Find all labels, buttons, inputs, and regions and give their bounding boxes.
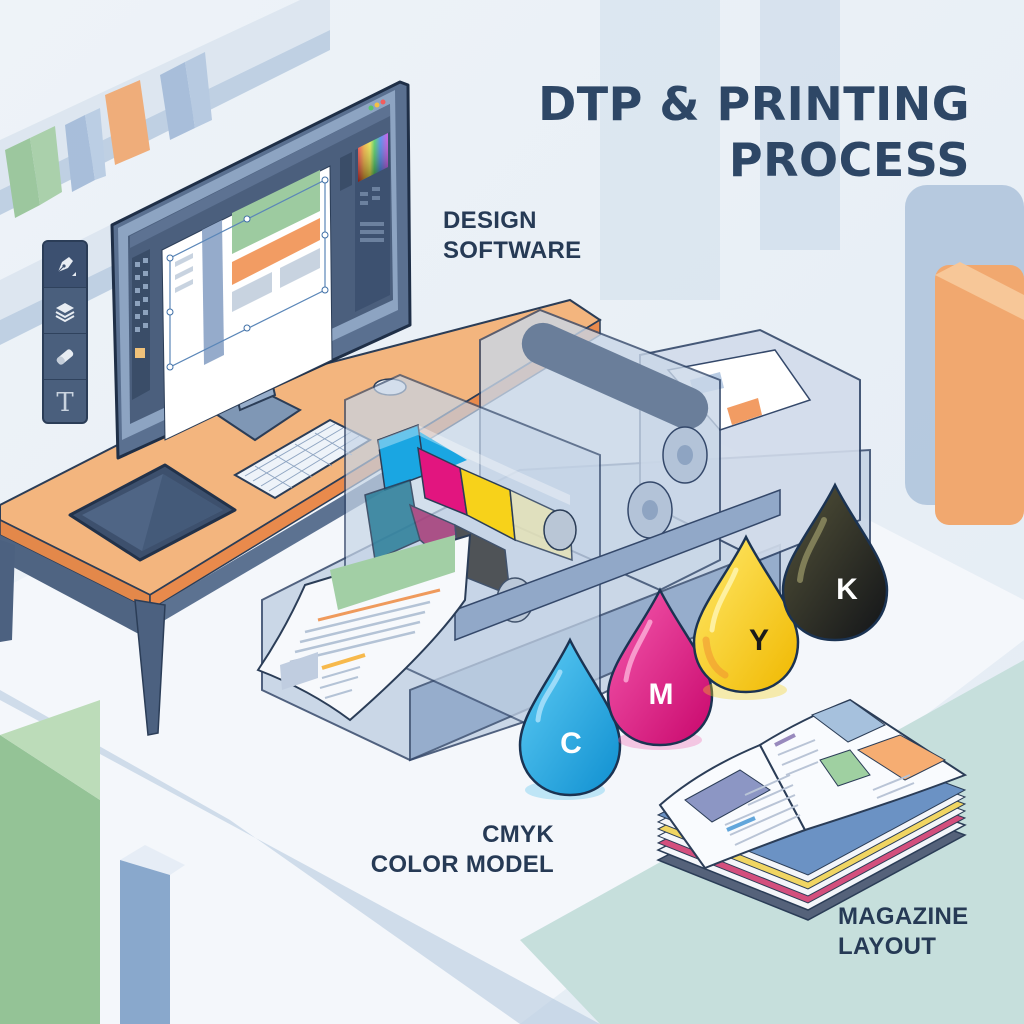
printing-press bbox=[256, 308, 871, 762]
ink-drop-black bbox=[781, 482, 889, 642]
ink-letter-m: M bbox=[648, 678, 674, 711]
text-tool-icon: T bbox=[56, 387, 74, 418]
page-title: DTP & PRINTING PROCESS bbox=[538, 76, 970, 188]
eraser-icon bbox=[56, 348, 74, 365]
tool-layers[interactable] bbox=[44, 288, 86, 334]
ink-letter-y: Y bbox=[748, 624, 769, 657]
layers-icon bbox=[55, 302, 75, 322]
magazine-stack bbox=[656, 698, 968, 921]
title-line-2: PROCESS bbox=[728, 133, 970, 187]
label-cmyk-color-model: CMYK COLOR MODEL bbox=[362, 820, 554, 880]
label-cmyk-line-2: COLOR MODEL bbox=[370, 851, 554, 878]
label-cmyk-line-1: CMYK bbox=[482, 821, 554, 848]
tool-pen[interactable] bbox=[44, 242, 86, 288]
label-magazine-layout: MAGAZINE LAYOUT bbox=[838, 902, 968, 962]
label-design-software: DESIGN SOFTWARE bbox=[443, 206, 581, 266]
ink-drops bbox=[518, 482, 889, 800]
label-design-line-1: DESIGN bbox=[443, 207, 537, 234]
label-magazine-line-2: LAYOUT bbox=[838, 933, 937, 960]
ink-letter-c: C bbox=[560, 727, 582, 760]
pen-tool-icon bbox=[57, 256, 76, 276]
printed-sheet bbox=[256, 533, 472, 722]
tablet bbox=[68, 463, 237, 562]
design-monitor bbox=[110, 80, 412, 460]
tool-eraser[interactable] bbox=[44, 334, 86, 380]
ink-drop-magenta bbox=[606, 587, 714, 750]
tool-palette: T bbox=[42, 240, 88, 424]
ink-drop-yellow bbox=[692, 534, 800, 700]
tool-text[interactable]: T bbox=[44, 380, 86, 422]
label-design-line-2: SOFTWARE bbox=[443, 237, 582, 264]
label-magazine-line-1: MAGAZINE bbox=[838, 903, 969, 930]
cmyk-roller-top bbox=[377, 423, 577, 562]
ink-letter-k: K bbox=[836, 573, 858, 606]
title-line-1: DTP & PRINTING bbox=[538, 77, 970, 131]
